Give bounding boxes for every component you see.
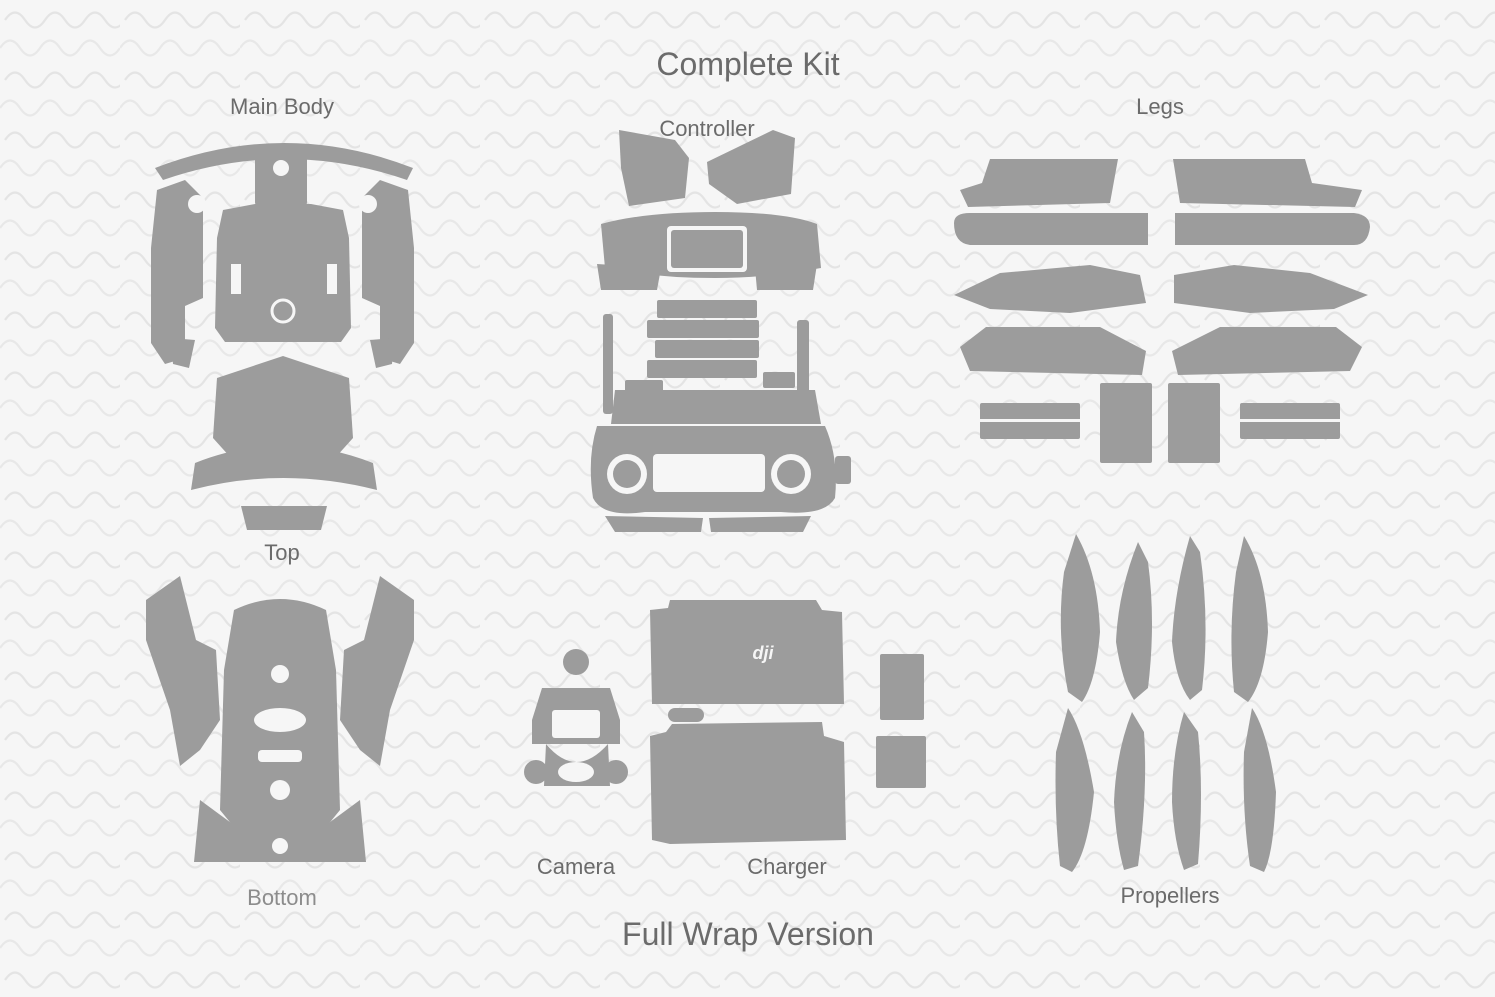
label-top: Top — [264, 540, 300, 565]
main-body-parts — [145, 128, 420, 538]
dji-logo: dji — [752, 643, 774, 663]
label-propellers: Propellers — [1120, 883, 1220, 908]
label-bottom: Bottom — [247, 885, 317, 910]
page-title: Complete Kit — [656, 46, 840, 82]
label-camera: Camera — [536, 854, 616, 879]
legs-parts — [950, 155, 1375, 465]
propeller-parts — [1052, 532, 1292, 877]
camera-parts — [520, 648, 630, 798]
label-main-body: Main Body — [230, 94, 334, 119]
controller-parts — [585, 128, 855, 540]
label-charger: Charger — [747, 854, 827, 879]
top-bottom-parts — [140, 570, 420, 875]
label-legs: Legs — [1136, 94, 1184, 119]
page-subtitle: Full Wrap Version — [622, 916, 874, 952]
charger-parts — [646, 596, 936, 852]
label-controller: Controller — [659, 116, 755, 141]
